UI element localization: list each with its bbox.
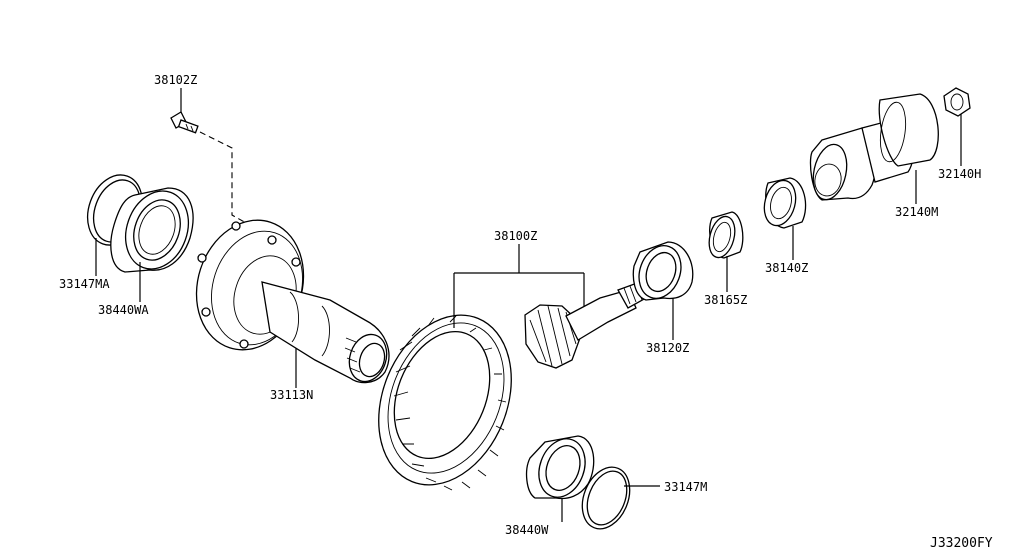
label-32140M: 32140M (895, 205, 938, 219)
diagram-id: J33200FY (930, 536, 993, 551)
bolt-hole-leader (199, 131, 256, 229)
snap-ring-33147M[interactable] (574, 460, 639, 536)
label-38120Z: 38120Z (646, 341, 689, 355)
label-38165Z: 38165Z (704, 293, 747, 307)
label-38440WA: 38440WA (98, 303, 149, 317)
label-33147MA: 33147MA (59, 277, 110, 291)
companion-flange-32140M[interactable] (809, 93, 939, 203)
label-32140H: 32140H (938, 167, 981, 181)
bearing-38120Z[interactable] (632, 240, 694, 304)
bolt-38102Z[interactable] (170, 111, 199, 134)
oil-seal-38140Z[interactable] (760, 177, 807, 229)
flange-shaft-33113N[interactable] (180, 206, 392, 386)
drive-pinion-38100Z[interactable] (524, 281, 647, 369)
label-38140Z: 38140Z (765, 261, 808, 275)
nut-32140H[interactable] (943, 87, 971, 117)
label-38102Z: 38102Z (154, 73, 197, 87)
leader-lines (95, 88, 962, 522)
bearing-38440W[interactable] (525, 432, 595, 503)
spacer-38165Z[interactable] (705, 211, 744, 260)
label-33147M: 33147M (664, 480, 707, 494)
ring-gear-38100Z[interactable] (355, 295, 536, 505)
label-38440W: 38440W (505, 523, 549, 537)
bearing-38440WA[interactable] (110, 182, 199, 278)
label-38100Z: 38100Z (494, 229, 537, 243)
label-33113N: 33113N (270, 388, 313, 402)
